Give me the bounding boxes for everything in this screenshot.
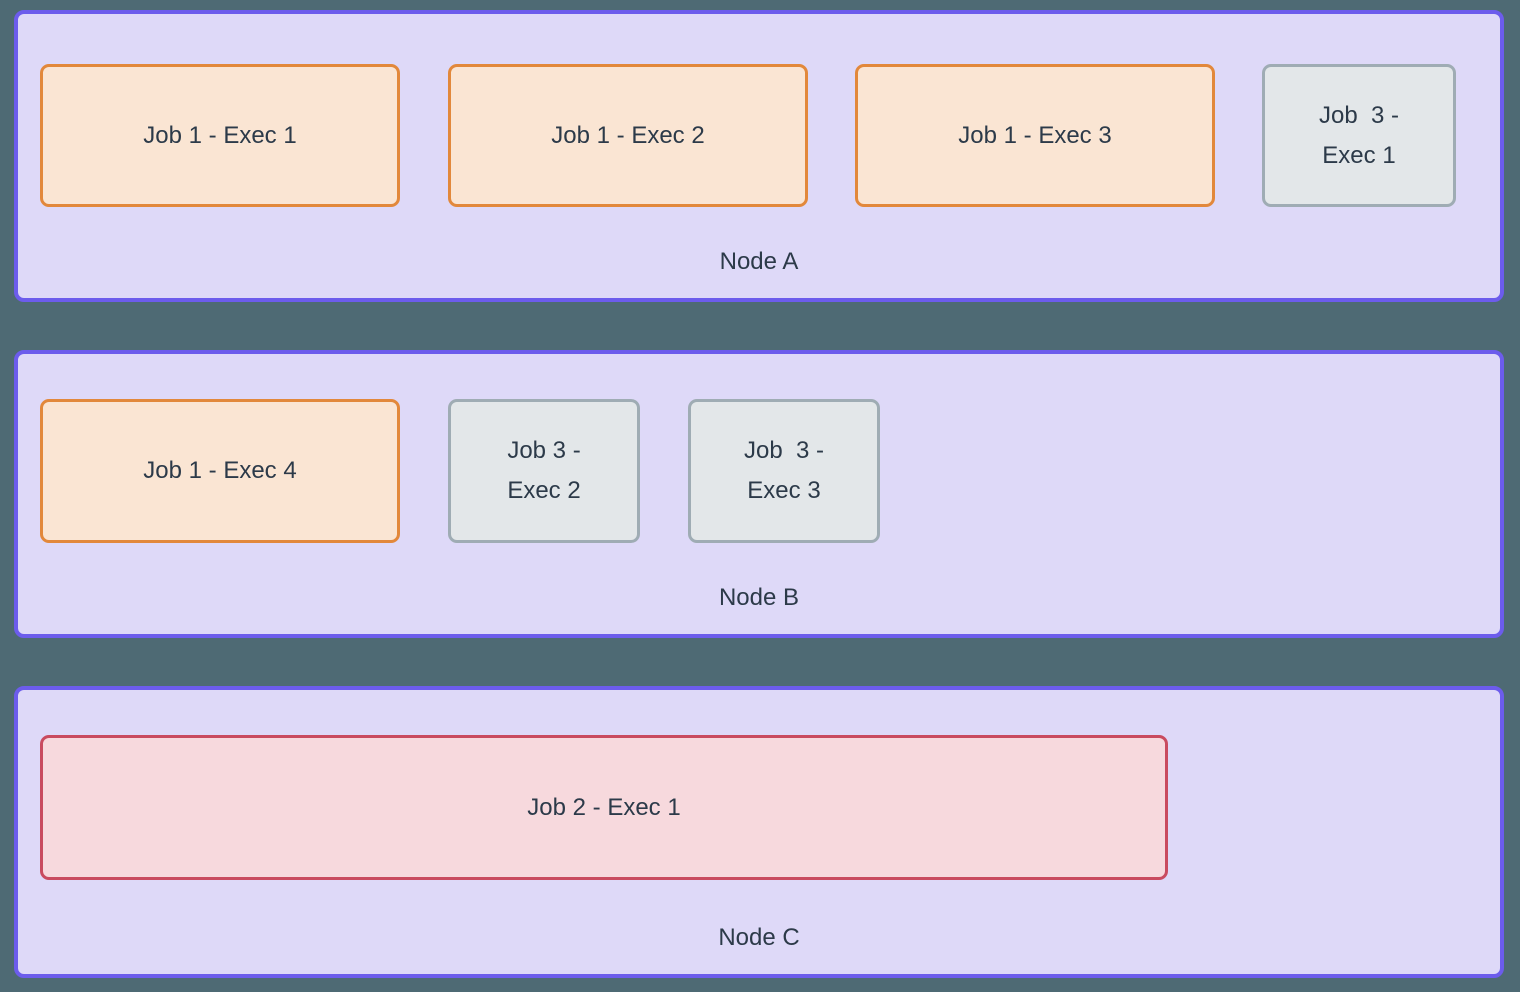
node-c-container: Job 2 - Exec 1 Node C: [14, 686, 1504, 978]
job-box-job1-exec3: Job 1 - Exec 3: [855, 64, 1215, 207]
job-box-job1-exec1: Job 1 - Exec 1: [40, 64, 400, 207]
job-box-job2-exec1: Job 2 - Exec 1: [40, 735, 1168, 880]
node-a-label: Node A: [719, 248, 799, 275]
job-box-job3-exec2: Job 3 - Exec 2: [448, 399, 640, 543]
job-box-job1-exec2: Job 1 - Exec 2: [448, 64, 808, 207]
job-box-job3-exec1: Job 3 - Exec 1: [1262, 64, 1456, 207]
node-b-container: Job 1 - Exec 4 Job 3 - Exec 2 Job 3 - Ex…: [14, 350, 1504, 638]
node-c-label: Node C: [718, 924, 800, 951]
job-box-job3-exec3: Job 3 - Exec 3: [688, 399, 880, 543]
job-box-job1-exec4: Job 1 - Exec 4: [40, 399, 400, 543]
node-a-container: Job 1 - Exec 1 Job 1 - Exec 2 Job 1 - Ex…: [14, 10, 1504, 302]
node-b-label: Node B: [718, 584, 800, 611]
